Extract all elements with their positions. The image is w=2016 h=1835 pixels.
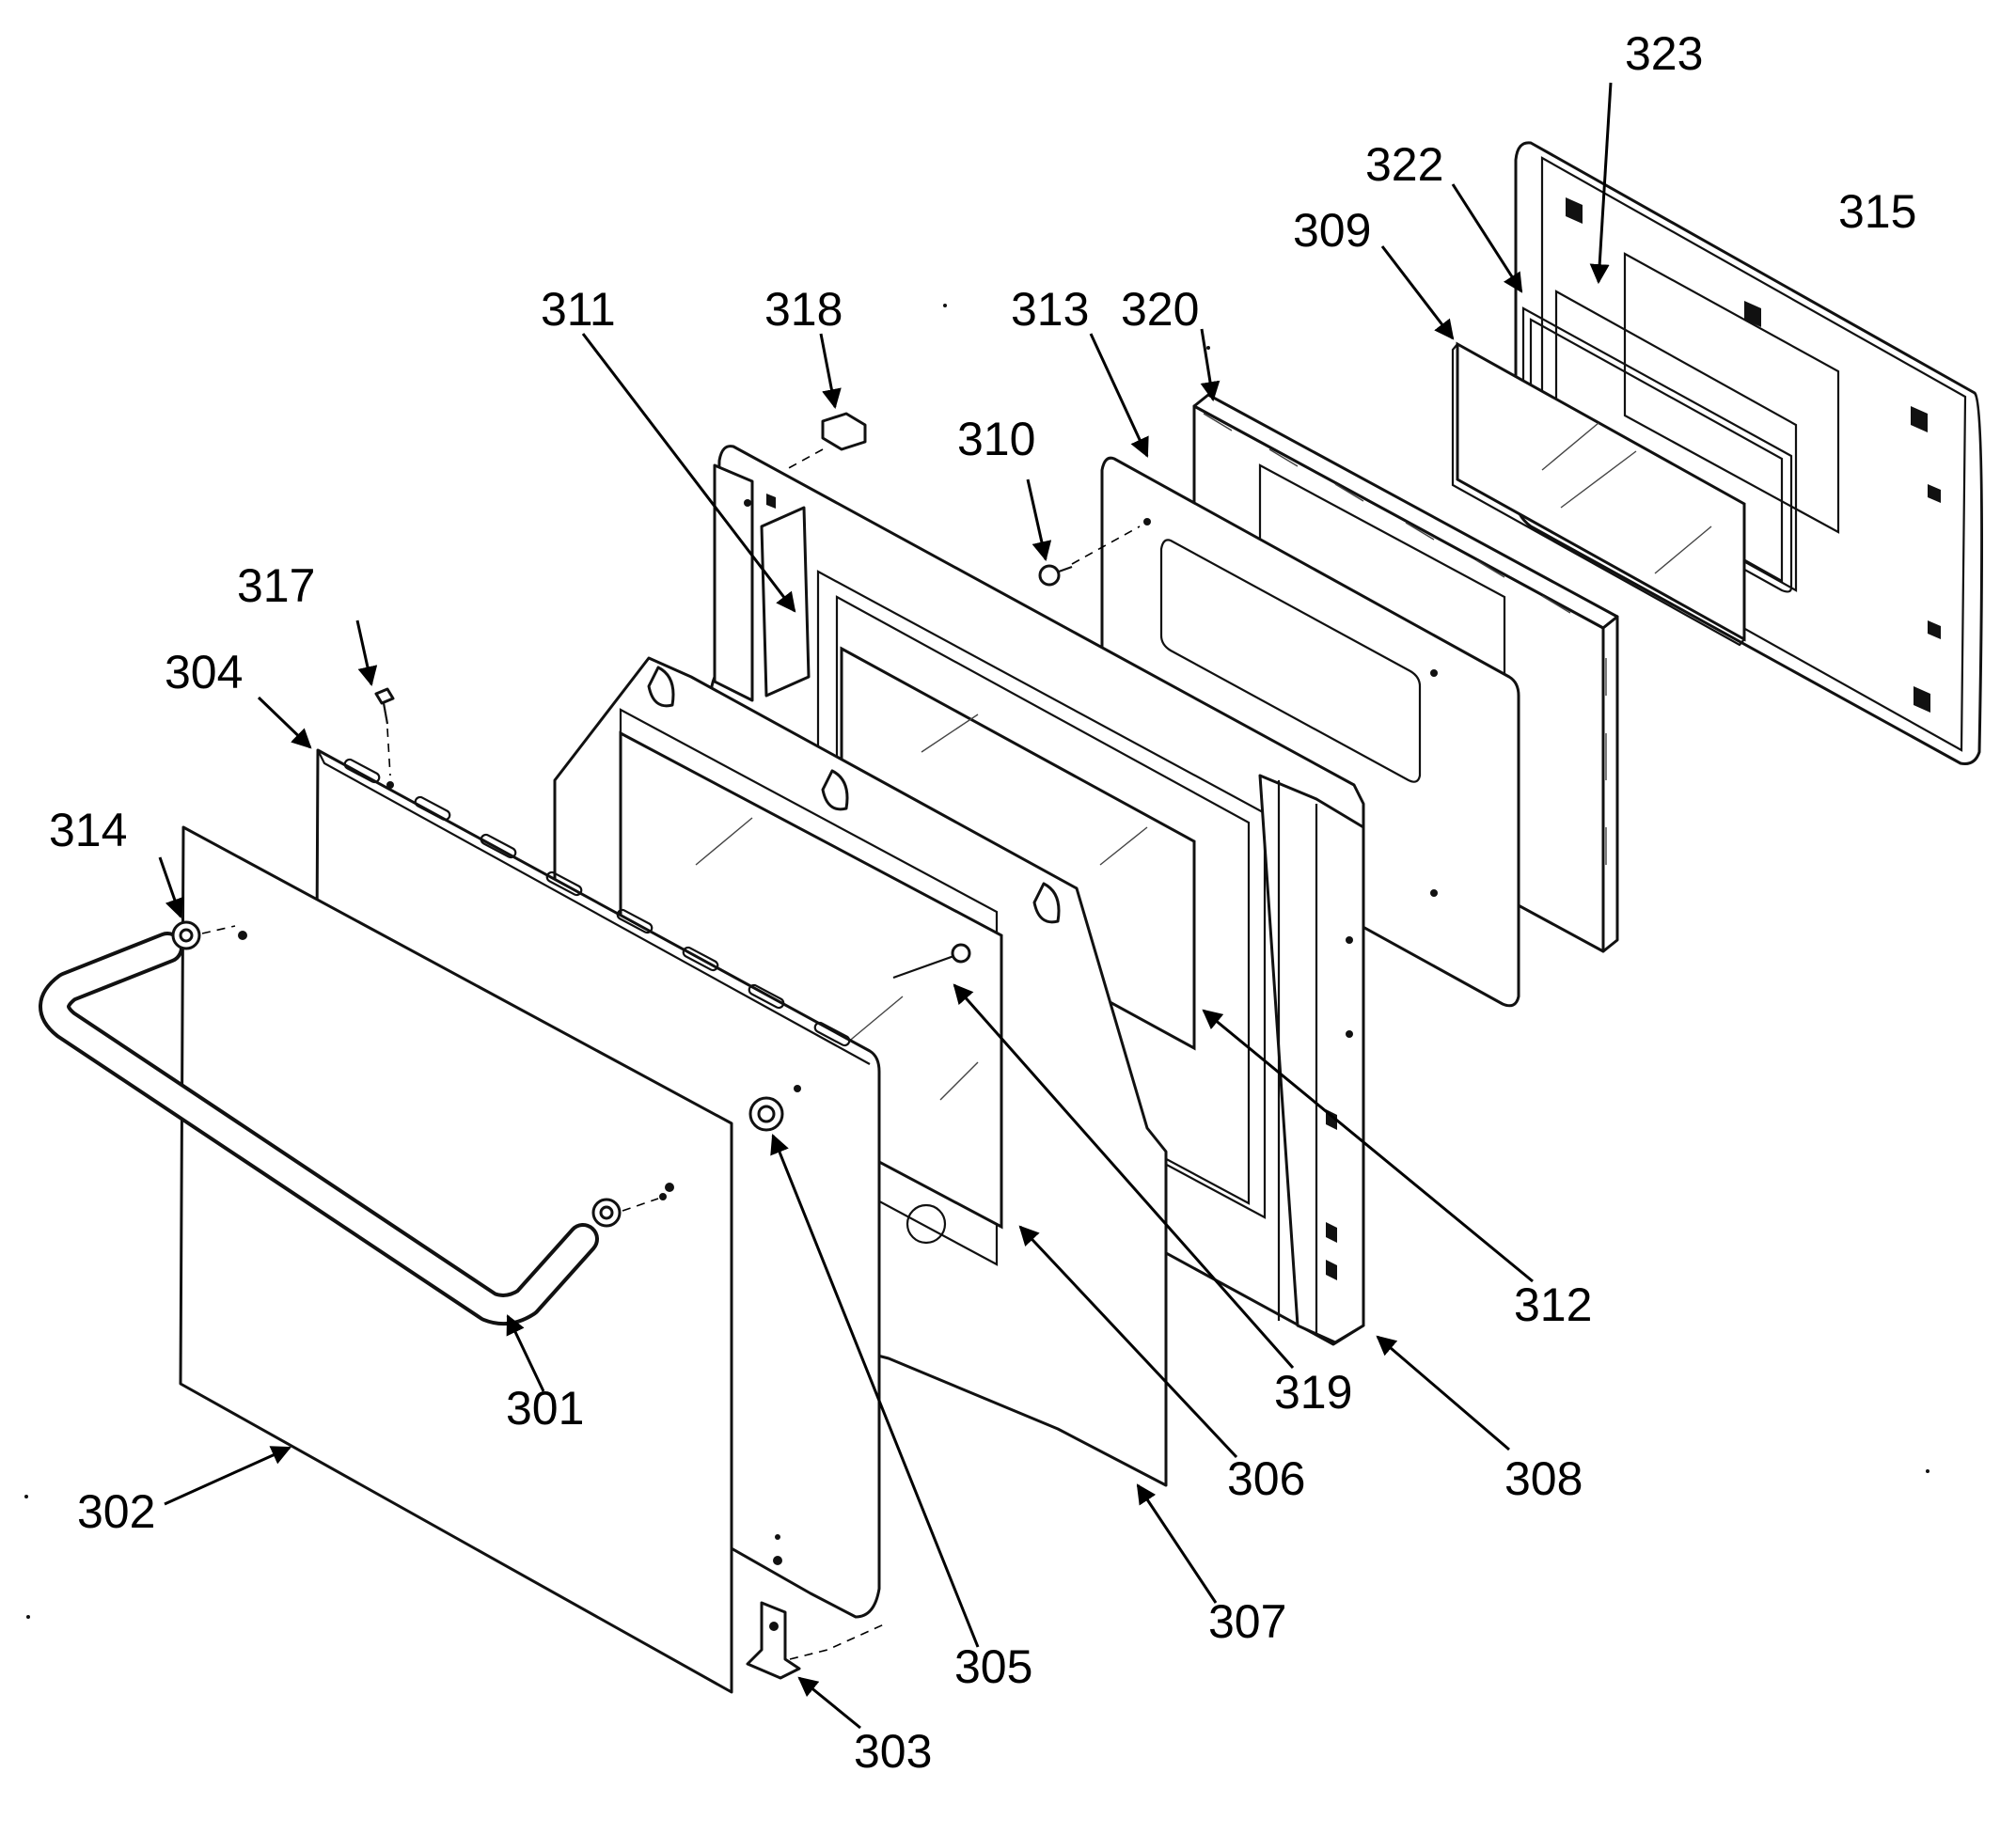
callout-323: 323 (1625, 27, 1703, 80)
callout-311: 311 (541, 283, 616, 336)
callout-313: 313 (1011, 283, 1089, 336)
callout-312: 312 (1514, 1278, 1592, 1331)
callout-320: 320 (1121, 283, 1199, 336)
callout-304: 304 (165, 646, 243, 698)
callout-307: 307 (1208, 1595, 1286, 1648)
callout-310: 310 (957, 413, 1035, 465)
callout-315: 315 (1838, 185, 1916, 238)
part-302-outer-panel (179, 825, 733, 1694)
callout-317: 317 (237, 559, 315, 612)
part-303-bracket (746, 1601, 885, 1680)
part-311-hinge (760, 506, 811, 698)
callout-labels: 323 322 315 309 311 318 313 320 310 317 … (49, 27, 1916, 1778)
part-314-handle-mount (171, 920, 667, 1228)
part-318-clip (784, 412, 867, 471)
part-319-screw (892, 943, 971, 980)
callout-305: 305 (954, 1640, 1032, 1693)
callout-309: 309 (1293, 204, 1371, 257)
part-305-grommet (748, 1085, 801, 1132)
callout-314: 314 (49, 804, 127, 856)
leader-lines (158, 82, 1613, 1730)
part-301-handle (39, 932, 599, 1326)
callout-302: 302 (77, 1485, 155, 1538)
callout-322: 322 (1365, 138, 1443, 191)
callout-308: 308 (1504, 1452, 1583, 1505)
part-317-screw (374, 687, 395, 776)
callout-301: 301 (506, 1382, 584, 1435)
part-309-glass (1451, 341, 1746, 647)
part-315-back-panel (1514, 141, 1984, 765)
callout-318: 318 (764, 283, 843, 336)
scan-specks (24, 304, 1929, 1619)
callout-306: 306 (1227, 1452, 1305, 1505)
part-310-screw (1038, 525, 1141, 587)
callout-303: 303 (854, 1725, 932, 1778)
callout-319: 319 (1274, 1366, 1352, 1419)
part-313-inner-panel (1100, 456, 1520, 1008)
